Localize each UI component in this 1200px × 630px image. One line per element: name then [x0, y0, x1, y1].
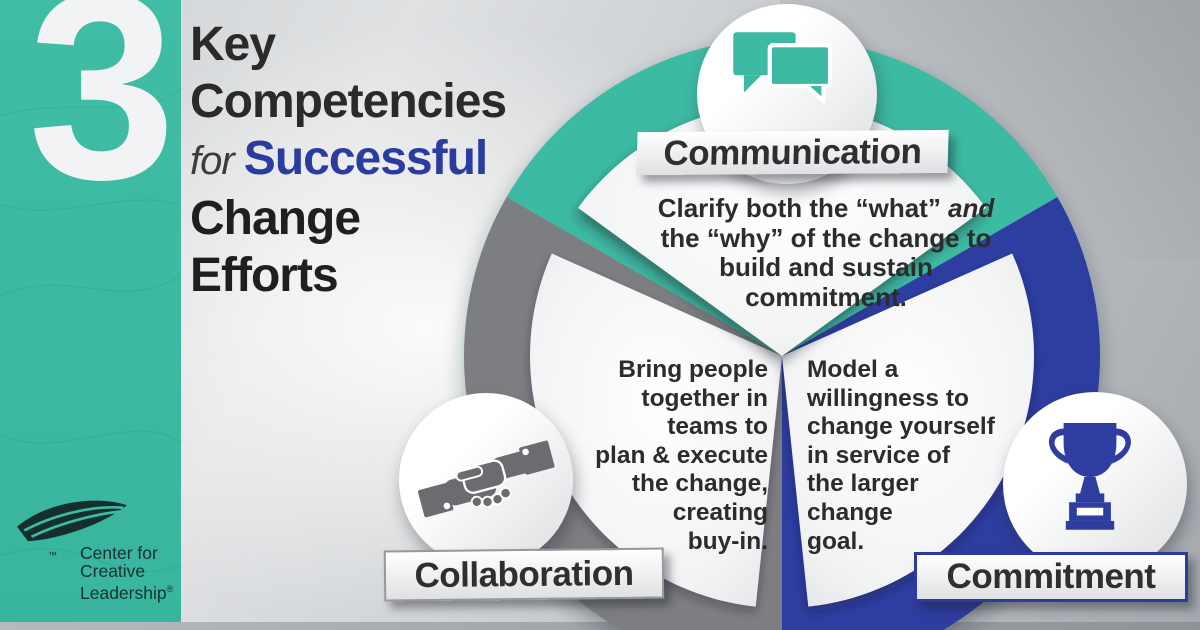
title-highlight-successful: Successful: [243, 132, 488, 185]
commitment-banner: Commitment: [914, 552, 1188, 602]
title-line-change: Change: [190, 192, 361, 245]
collaboration-desc-line: buy-in.: [687, 527, 768, 555]
communication-desc-line1-text: Clarify both the “what”: [657, 193, 949, 223]
commitment-desc-line: the larger: [807, 470, 919, 498]
commitment-description: Model a willingness to change yourself i…: [807, 356, 1027, 556]
commitment-desc-line: Model a: [807, 356, 899, 383]
communication-description: Clarify both the “what” and the “why” of…: [626, 193, 1026, 312]
collaboration-desc-line: creating: [672, 498, 768, 526]
logo-tm-mark: ™: [48, 550, 57, 560]
title-line-key: Key: [190, 18, 276, 71]
collaboration-icon-circle: [399, 393, 573, 567]
commitment-desc-line: change: [807, 498, 893, 526]
slice-collaboration: [530, 253, 782, 607]
logo-wordmark: Center for Creative Leadership®: [80, 544, 173, 602]
collaboration-label: Collaboration: [414, 553, 634, 595]
logo-reg-mark: ®: [166, 584, 174, 594]
bottom-edge-bar: [0, 622, 1200, 630]
commitment-icon-circle: [1003, 392, 1187, 576]
communication-desc-line2: the “why” of the change to: [660, 222, 992, 253]
collaboration-desc-line: plan & execute: [595, 441, 768, 469]
communication-label: Communication: [662, 131, 923, 173]
slice-commitment: [782, 253, 1034, 607]
trophy-icon: [1049, 423, 1131, 530]
communication-desc-and-word: and: [948, 193, 995, 223]
page-title: Key Competencies for Successful Change E…: [190, 16, 507, 304]
title-for-word: for: [190, 139, 244, 183]
headline-number: 3: [28, 0, 176, 235]
ccl-logo: ™ Center for Creative Leadership®: [12, 498, 173, 602]
collaboration-banner: Collaboration: [383, 547, 665, 602]
speech-bubbles-icon: [733, 32, 833, 104]
collaboration-desc-line: together in: [641, 384, 768, 412]
commitment-desc-line: goal.: [807, 527, 865, 555]
logo-line3-text: Leadership: [80, 582, 167, 603]
logo-line1: Center for: [80, 543, 158, 563]
commitment-desc-line: in service of: [807, 441, 950, 469]
commitment-label: Commitment: [946, 557, 1156, 596]
title-line-competencies: Competencies: [190, 75, 507, 128]
communication-desc-line4: commitment.: [745, 281, 907, 312]
logo-line2: Creative: [80, 561, 146, 581]
title-line-for-successful: for Successful: [190, 130, 506, 190]
communication-desc-line3: build and sustain: [719, 252, 933, 282]
collaboration-description: Bring people together in teams to plan &…: [500, 356, 768, 556]
title-line-efforts: Efforts: [190, 249, 339, 302]
communication-banner: Communication: [636, 129, 949, 176]
collaboration-desc-line: teams to: [667, 413, 768, 441]
teal-band-texture: [0, 79, 191, 573]
collaboration-desc-line: Bring people: [618, 356, 768, 383]
collaboration-desc-line: the change,: [631, 470, 768, 498]
logo-line3: Leadership®: [80, 580, 173, 602]
commitment-desc-line: willingness to: [807, 384, 969, 412]
communication-desc-line1: Clarify both the “what” and: [626, 193, 1026, 224]
handshake-icon: [417, 440, 555, 518]
ccl-swoosh-icon: [17, 500, 127, 542]
commitment-desc-line: change yourself: [807, 413, 995, 441]
